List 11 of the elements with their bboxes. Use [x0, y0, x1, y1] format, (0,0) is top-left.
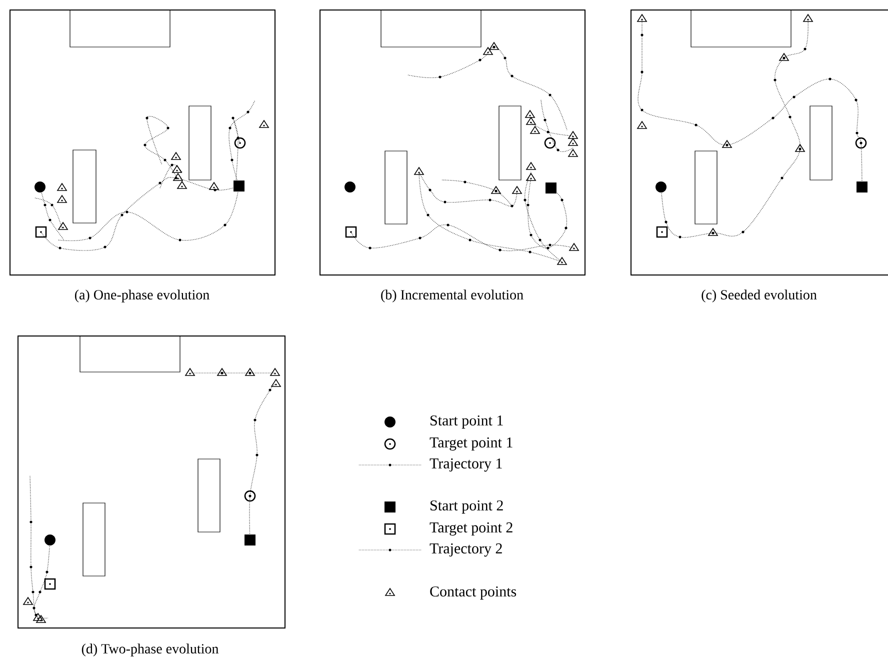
panel-caption: (a) One-phase evolution — [74, 290, 210, 302]
panel-caption: (c) Seeded evolution — [702, 290, 817, 302]
legend-label: Trajectory 1 — [430, 458, 502, 472]
legend-label: Contact points — [430, 586, 516, 600]
legend-label: Start point 2 — [430, 500, 503, 514]
panel-caption: (d) Two-phase evolution — [82, 644, 219, 656]
panel-caption: (b) Incremental evolution — [381, 290, 524, 302]
legend-label: Start point 1 — [430, 415, 503, 429]
legend-label: Trajectory 2 — [430, 543, 502, 557]
legend-label: Target point 2 — [430, 522, 512, 536]
legend-label: Target point 1 — [430, 437, 512, 451]
